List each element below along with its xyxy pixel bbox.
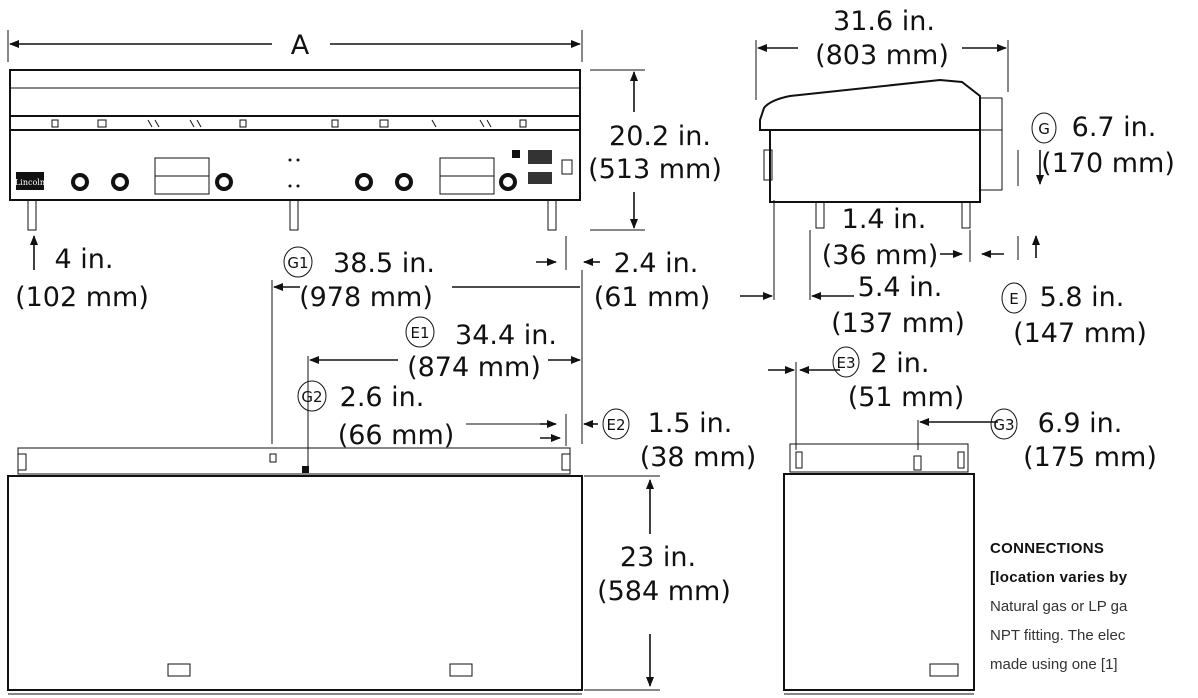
svg-text:E3: E3 — [836, 354, 855, 372]
small-plan-body — [783, 473, 975, 691]
svg-text:E2: E2 — [606, 416, 625, 434]
control-knobs — [71, 173, 517, 191]
front-height-mm: (513 mm) — [588, 154, 722, 185]
front-leg-left — [27, 199, 37, 231]
tag-e — [1001, 282, 1027, 314]
g-height-mm: (170 mm) — [1041, 148, 1175, 179]
tag-g3 — [990, 408, 1018, 440]
small-plan-view: E3 2 in. (51 mm) G3 6.9 in. (175 mm) — [768, 346, 1157, 695]
logo-plate — [16, 172, 44, 190]
svg-text:E: E — [1009, 290, 1018, 308]
logo-text: Lincoln — [15, 178, 45, 187]
notes-subheading: [location varies by — [990, 569, 1128, 586]
plan-depth-mm: (584 mm) — [597, 576, 731, 607]
tag-g1 — [283, 246, 313, 278]
side-hood — [759, 78, 981, 131]
e3-in: 2 in. — [871, 348, 930, 379]
plan-depth-in: 23 in. — [620, 542, 696, 573]
leg-offset-mm: (36 mm) — [822, 240, 939, 271]
g1-in: 38.5 in. — [333, 248, 435, 279]
leg-height-mm: (102 mm) — [15, 282, 149, 313]
notes-line-2: NPT fitting. The elec — [990, 627, 1126, 644]
tag-e2 — [602, 408, 630, 440]
svg-text:G2: G2 — [301, 388, 322, 406]
tag-g2 — [297, 380, 327, 412]
g1-mm: (978 mm) — [299, 282, 433, 313]
svg-text:G3: G3 — [993, 416, 1014, 434]
front-offset-in: 5.4 in. — [858, 272, 943, 303]
g3-in: 6.9 in. — [1038, 408, 1123, 439]
front-view: A Lincoln — [7, 30, 722, 313]
plan-view: G1 38.5 in. (978 mm) 2.4 in. (61 mm) E1 … — [7, 236, 757, 695]
svg-text:G1: G1 — [287, 254, 308, 272]
e-height-in: 5.8 in. — [1040, 282, 1125, 313]
connections-notes: CONNECTIONS [location varies by Natural … — [990, 534, 1198, 679]
right-offset-in: 2.4 in. — [614, 248, 699, 279]
plan-body — [7, 475, 583, 691]
notes-heading: CONNECTIONS — [990, 540, 1105, 557]
g-height-in: 6.7 in. — [1072, 112, 1157, 143]
g3-mm: (175 mm) — [1023, 442, 1157, 473]
side-view: 31.6 in. (803 mm) G 6.7 in. (170 mm) 1.4… — [740, 6, 1175, 349]
right-offset-mm: (61 mm) — [594, 282, 711, 313]
g2-in: 2.6 in. — [340, 382, 425, 413]
g2-mm: (66 mm) — [338, 420, 455, 451]
e3-mm: (51 mm) — [848, 382, 965, 413]
width-label-a: A — [291, 30, 310, 61]
svg-text:G: G — [1038, 120, 1050, 138]
e1-in: 34.4 in. — [455, 320, 557, 351]
leg-offset-in: 1.4 in. — [842, 204, 927, 235]
notes-line-1: Natural gas or LP ga — [990, 598, 1128, 615]
e1-mm: (874 mm) — [407, 352, 541, 383]
svg-text:E1: E1 — [410, 324, 429, 342]
tag-g — [1031, 112, 1057, 144]
tag-e1 — [405, 316, 435, 348]
e2-mm: (38 mm) — [640, 442, 757, 473]
notes-line-3: made using one [1] — [990, 656, 1118, 673]
side-depth-mm: (803 mm) — [815, 40, 949, 71]
front-height-in: 20.2 in. — [609, 121, 711, 152]
tag-e3 — [832, 346, 860, 378]
front-offset-mm: (137 mm) — [831, 308, 965, 339]
e-height-mm: (147 mm) — [1013, 318, 1147, 349]
leg-height-in: 4 in. — [55, 244, 114, 275]
side-depth-in: 31.6 in. — [833, 6, 935, 37]
e2-in: 1.5 in. — [648, 408, 733, 439]
